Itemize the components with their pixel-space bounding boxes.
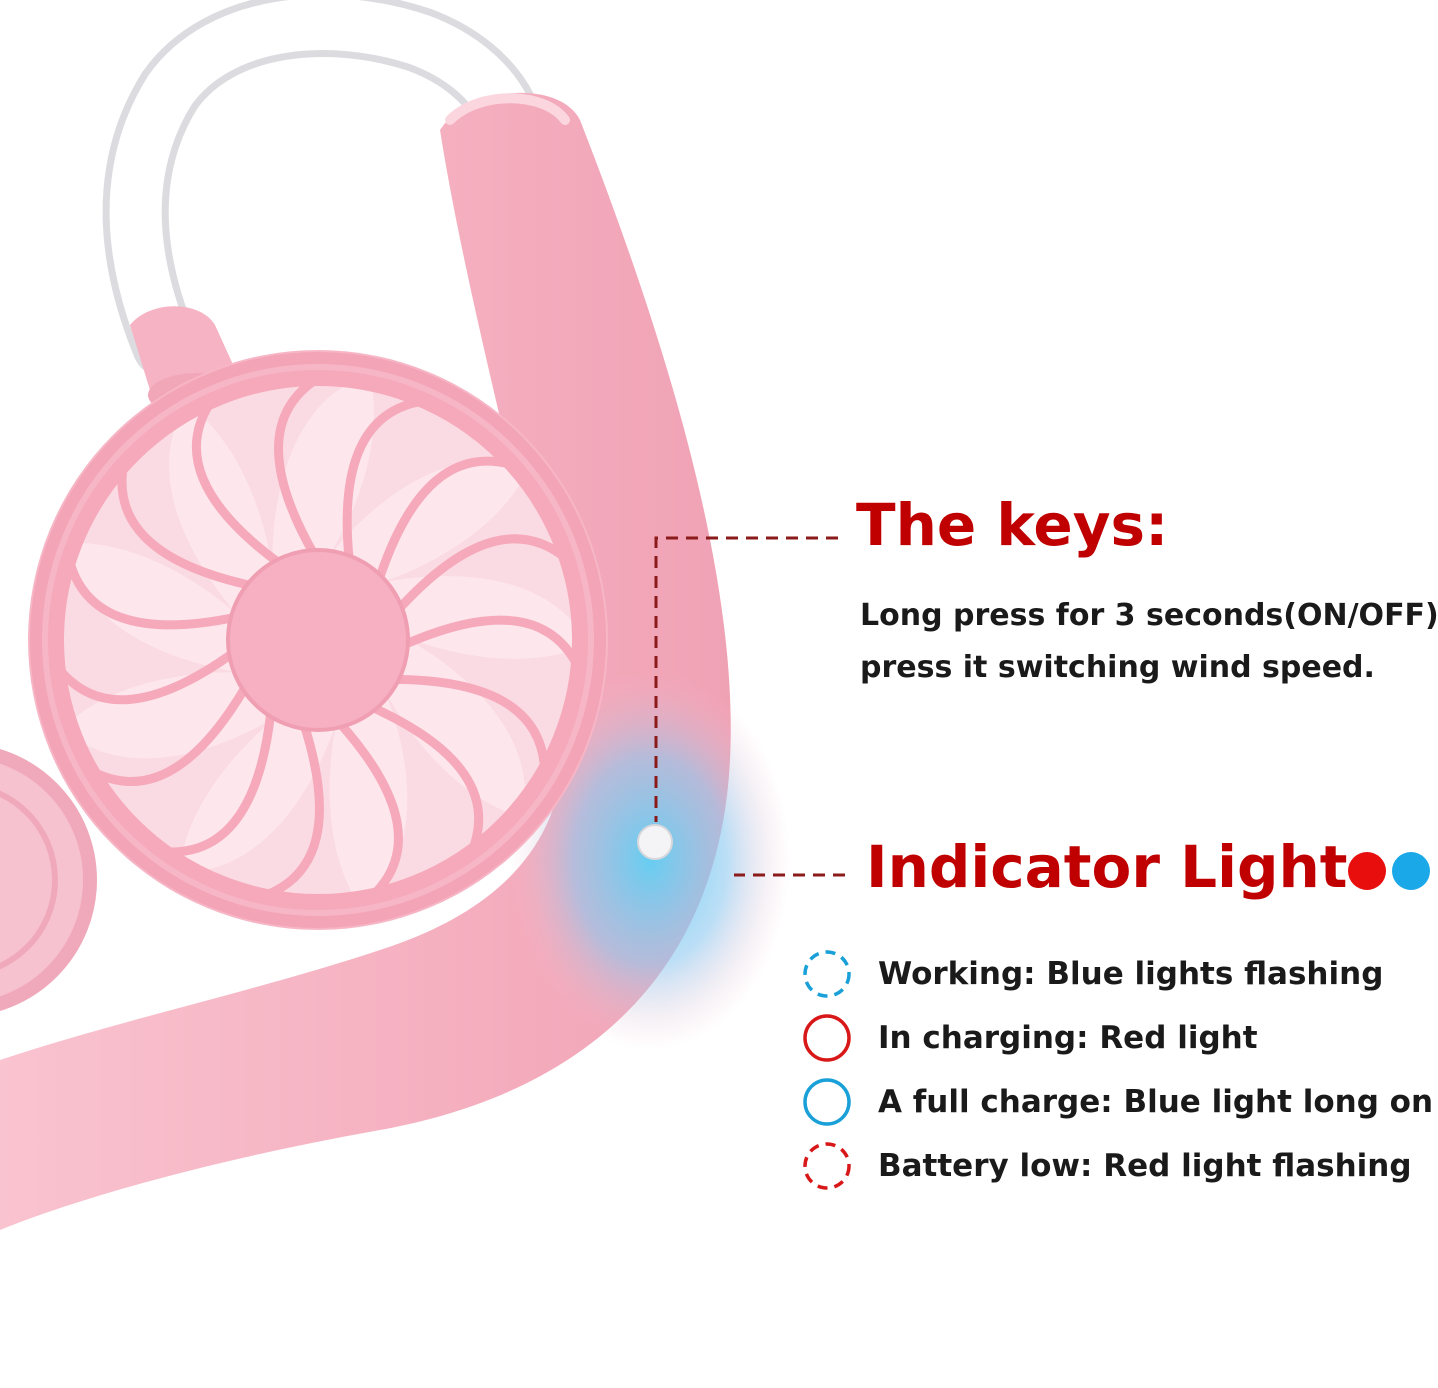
main-fan <box>28 350 608 930</box>
leader-lines <box>654 536 845 877</box>
blue-dot-icon <box>1392 852 1430 890</box>
list-item: A full charge: Blue light long on <box>800 1070 1433 1134</box>
list-item: In charging: Red light <box>800 1006 1433 1070</box>
keys-line-1: Long press for 3 seconds(ON/OFF) <box>860 598 1438 633</box>
indicator-glow <box>510 670 790 1050</box>
keys-line-2: press it switching wind speed. <box>860 650 1375 685</box>
blue-dashed-circle-icon <box>803 950 851 998</box>
indicator-dots <box>1348 852 1430 890</box>
red-dot-icon <box>1348 852 1386 890</box>
legend-label: In charging: Red light <box>878 1020 1258 1056</box>
red-solid-circle-icon <box>803 1014 851 1062</box>
red-dashed-circle-icon <box>803 1142 851 1190</box>
list-item: Battery low: Red light flashing <box>800 1134 1433 1198</box>
indicator-legend: Working: Blue lights flashing In chargin… <box>800 942 1433 1198</box>
left-fan <box>0 749 97 1011</box>
keys-title: The keys: <box>856 491 1169 559</box>
list-item: Working: Blue lights flashing <box>800 942 1433 1006</box>
blue-solid-circle-icon <box>803 1078 851 1126</box>
keys-description: Long press for 3 seconds(ON/OFF) press i… <box>860 590 1438 694</box>
legend-label: Battery low: Red light flashing <box>878 1148 1412 1184</box>
indicator-button <box>637 824 673 860</box>
legend-label: A full charge: Blue light long on <box>878 1084 1434 1120</box>
white-hose <box>102 0 538 378</box>
legend-label: Working: Blue lights flashing <box>878 956 1384 992</box>
indicator-title: Indicator Light <box>866 833 1348 901</box>
